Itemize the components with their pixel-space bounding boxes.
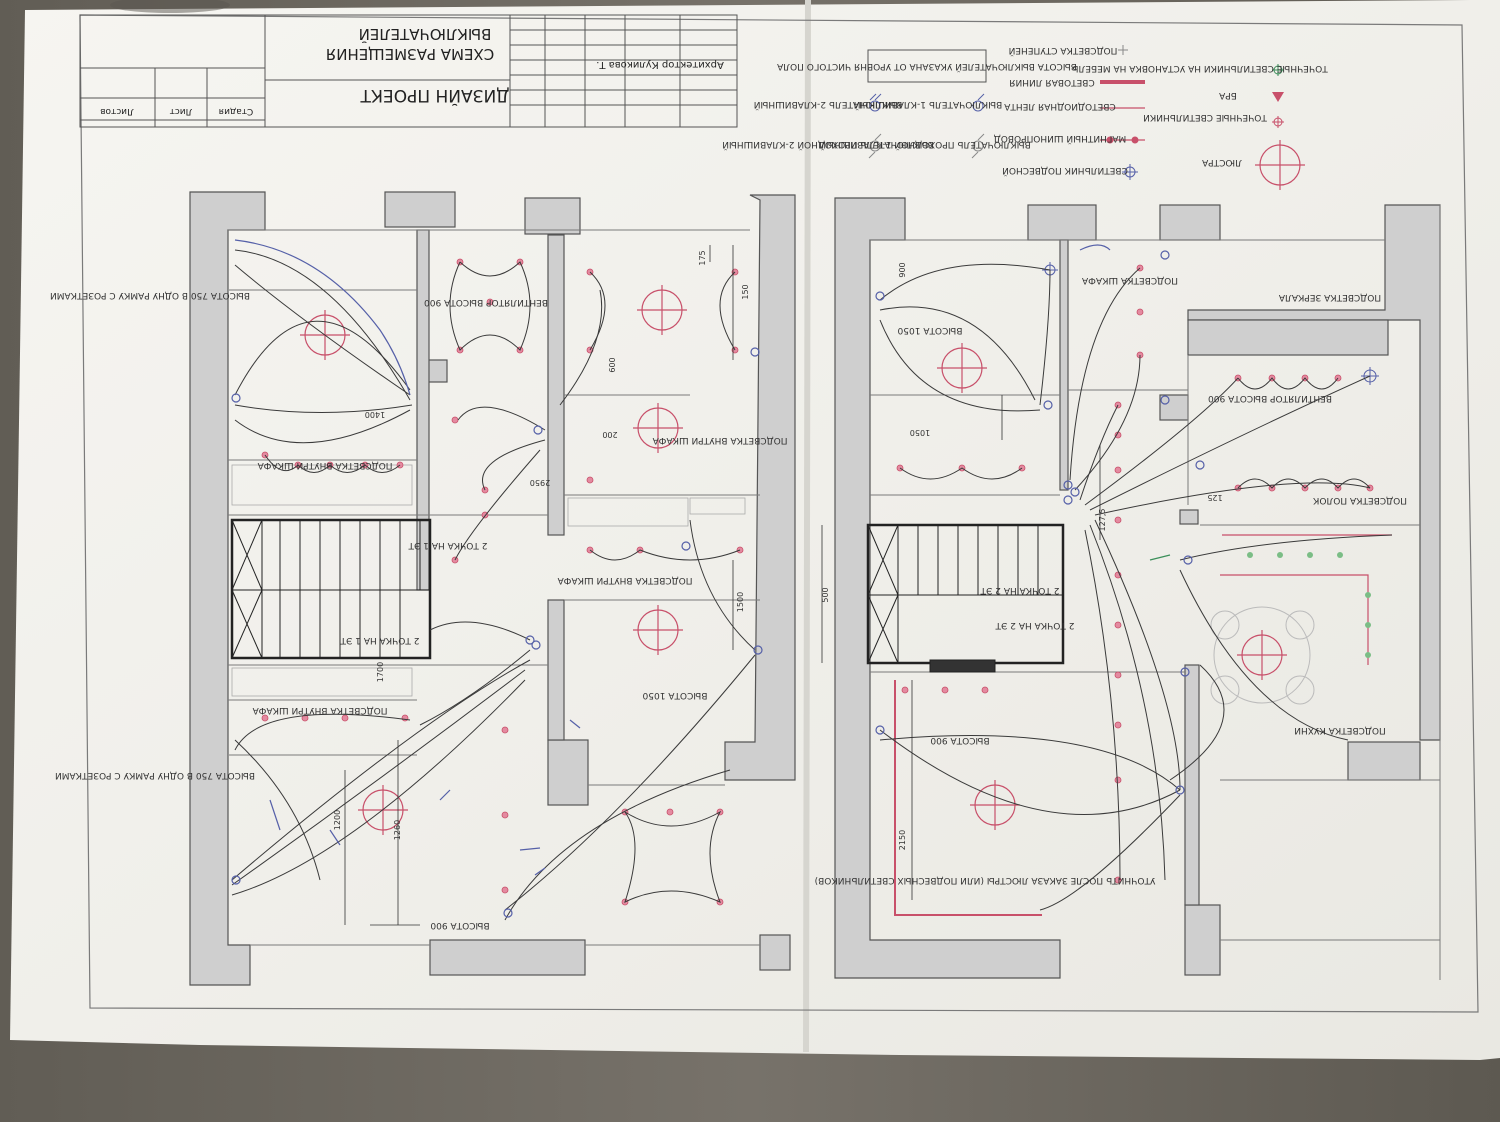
right-label-h900: ВЫСОТА 900: [930, 735, 989, 745]
legend-furniture-spots: ТОЧЕЧНЫЕ СВЕТИЛЬНИКИ НА УСТАНОВКА НА МЕБ…: [1072, 63, 1328, 73]
dimension-label: 900: [898, 262, 907, 277]
right-label-point-2-1: 2 ТОЧКА НА 2 ЭТ: [980, 585, 1059, 595]
dimension-label: 1200: [333, 810, 342, 830]
dimension-label: 2950: [530, 478, 550, 487]
left-walls: [189, 191, 796, 986]
legend-sconce: БРА: [1218, 90, 1237, 100]
col-sheet: Лист: [170, 106, 193, 116]
legend-pass-switch-2key: ВЫКЛЮЧАТЕЛЬ ПРОХОДНОЙ 2-КЛАВИШНЫЙ: [722, 139, 934, 151]
left-label-point-2-2: 2 ТОЧКА НА 1 ЭТ: [340, 635, 419, 645]
dimension-label: 1700: [376, 662, 385, 682]
sheet-title-line2: ВЫКЛЮЧАТЕЛЕЙ: [359, 25, 492, 44]
right-dining-table: [1210, 606, 1315, 705]
pendant-icon: [1122, 164, 1138, 180]
drawing-frame: [79, 14, 1479, 1013]
legend-switch-1key: ВЫКЛЮЧАТЕЛЬ 1-КЛАВИШНЫЙ: [854, 99, 1003, 111]
right-label-mirror-light: ПОДСВЕТКА ЗЕРКАЛА: [1278, 292, 1381, 302]
left-label-cabinet-light-1: ПОДСВЕТКА ВНУТРИ ШКАФА: [257, 460, 393, 470]
dimension-label: 1500: [736, 592, 745, 612]
furniture-spot-icon: [1272, 64, 1284, 76]
col-sheets: Листов: [100, 106, 134, 116]
legend-chandelier: ЛЮСТРА: [1201, 157, 1242, 167]
switch-1key-icon: [972, 93, 985, 112]
right-pen-marks: [875, 244, 1205, 795]
legend-step-light: ПОДСВЕТКА СТУПЕНЕЙ: [1009, 45, 1118, 57]
dimension-label: 1050: [910, 428, 930, 437]
legend-switch-height: ВЫСОТА ВЫКЛЮЧАТЕЛЕЙ УКАЗАНА ОТ УРОВНЯ ЧИ…: [776, 61, 1077, 73]
dimension-label: 600: [608, 357, 617, 372]
pass-switch-1key-icon: [971, 133, 985, 159]
right-chandeliers: [937, 343, 1287, 830]
right-green-spots: [1247, 552, 1371, 658]
left-label-vent: ВЕНТИЛЯТОР ВЫСОТА 900: [424, 297, 548, 307]
project-title: ДИЗАЙН ПРОЕКТ: [360, 85, 510, 107]
left-staircase: [230, 518, 432, 660]
paper-sheet: [10, 0, 1500, 1060]
legend-switch-2key: ВЫКЛЮЧАТЕЛЬ 2-КЛАВИШНЫЙ: [754, 99, 903, 111]
switch-height-box: [867, 49, 987, 83]
right-wiring: [879, 263, 1393, 911]
left-chandeliers: [300, 285, 687, 835]
fold-line: [803, 0, 811, 1053]
left-cabinets: [231, 464, 746, 697]
right-led-strip: [1220, 534, 1392, 665]
sconce-icon: [1272, 92, 1284, 102]
dimension-label: 1400: [365, 410, 385, 419]
left-dimension-lines: [344, 245, 734, 926]
dimension-label: 150: [741, 284, 750, 299]
dimension-label: 1260: [393, 820, 402, 840]
pass-switch-2key-icon: [868, 133, 882, 159]
dimension-label: 200: [602, 430, 617, 439]
dimension-label: 125: [1207, 493, 1222, 502]
switch-2key-icon: [869, 93, 882, 112]
step-light-icon: [1118, 45, 1128, 55]
architect-name: Архитектор Куликова Т.: [596, 59, 724, 70]
magnetic-track-icon: [1100, 136, 1145, 144]
left-floor-plan: ВЫСОТА 750 В ОДНУ РАМКУ С РОЗЕТКАМИ ВЫСО…: [50, 191, 796, 986]
left-label-height-750-top: ВЫСОТА 750 В ОДНУ РАМКУ С РОЗЕТКАМИ: [50, 290, 250, 300]
right-label-shelf-light: ПОДСВЕТКА ПОЛОК: [1312, 495, 1407, 505]
legend-spot-lights: ТОЧЕЧНЫЕ СВЕТИЛЬНИКИ: [1143, 112, 1268, 122]
spot-light-icon: [1272, 116, 1284, 128]
dimension-label: 127,5: [1098, 509, 1107, 532]
right-staircase: [866, 523, 1065, 673]
right-label-kitchen-light: ПОДСВЕТКА КУХНИ: [1294, 725, 1385, 735]
right-label-clarify: УТОЧНИТЬ ПОСЛЕ ЗАКАЗА ЛЮСТРЫ (ИЛИ ПОДВЕС…: [815, 875, 1156, 885]
right-label-point-2-2: 2 ТОЧКА НА 2 ЭТ: [995, 620, 1074, 630]
left-label-cabinet-light-2: ПОДСВЕТКА ВНУТРИ ШКАФА: [252, 705, 388, 715]
legend-pendant: СВЕТИЛЬНИК ПОДВЕСНОЙ: [1002, 165, 1128, 177]
title-block: [79, 14, 738, 128]
right-partitions: [870, 205, 1441, 980]
legend-light-line: СВЕТОВАЯ ЛИНИЯ: [1009, 77, 1094, 87]
dimension-label: 500: [821, 587, 830, 602]
left-label-h900: ВЫСОТА 900: [430, 920, 489, 930]
legend: ЛЮСТРА ТОЧЕЧНЫЕ СВЕТИЛЬНИКИ БРА ТОЧЕЧНЫЕ…: [722, 45, 1329, 190]
dimension-label: 2150: [898, 830, 907, 850]
legend-led-strip: СВЕТОДИОДНАЯ ЛЕНТА: [1003, 101, 1115, 111]
left-label-h1050: ВЫСОТА 1050: [642, 690, 707, 700]
top-shadow: [110, 0, 230, 13]
dimension-label: 175: [698, 250, 707, 265]
right-label-h1050: ВЫСОТА 1050: [897, 325, 962, 335]
left-label-point-2-1: 2 ТОЧКА НА 1 ЭТ: [408, 540, 487, 550]
right-label-cabinet-light: ПОДСВЕТКА ШКАФА: [1081, 275, 1178, 285]
dimension-labels: 900 1050 150 200 1400 1500 1200 1260 1700 600 500 2…: [333, 250, 1223, 850]
left-label-cabinet-light-4: ПОДСВЕТКА ВНУТРИ ШКАФА: [652, 435, 788, 445]
col-stage: Стадия: [219, 106, 254, 116]
right-label-vent: ВЕНТИЛЯТОР ВЫСОТА 900: [1208, 393, 1332, 403]
right-walls: [834, 197, 1441, 979]
right-floor-plan: ПОДСВЕТКА ШКАФА ПОДСВЕТКА ЗЕРКАЛА ВЕНТИЛ…: [815, 197, 1441, 980]
left-label-height-750-bottom: ВЫСОТА 750 В ОДНУ РАМКУ С РОЗЕТКАМИ: [55, 770, 255, 780]
left-pen-marks: [231, 239, 763, 918]
legend-magnetic-track: МАГНИТНЫЙ ШИНОПРОВОД: [994, 133, 1127, 145]
right-dimension-lines: [821, 395, 1101, 900]
chandelier-icon: [1255, 140, 1305, 190]
sheet-title-line1: СХЕМА РАЗМЕЩЕНИЯ: [326, 45, 494, 63]
left-wiring: [231, 249, 756, 921]
right-light-line: [894, 680, 1042, 916]
left-label-cabinet-light-3: ПОДСВЕТКА ВНУТРИ ШКАФА: [557, 575, 693, 585]
